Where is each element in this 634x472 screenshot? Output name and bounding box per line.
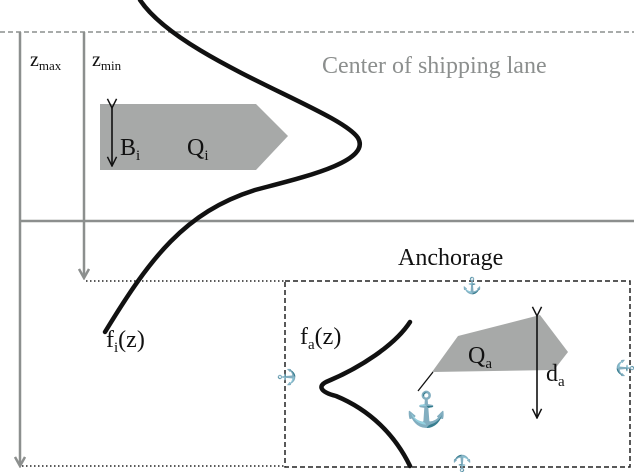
z-min-label: zmin [92,49,122,73]
fi-distribution-curve [102,0,362,335]
da-label: da [546,361,565,390]
ship-a-label: Qa [468,343,492,372]
anchor-icon-left: ⚓ [277,367,296,387]
ship-i-label: Qi [187,135,209,164]
anchor-icon-main: ⚓ [405,390,447,429]
anchor-rode-line [417,371,434,392]
anchor-icon-bottom: ⚓ [452,454,472,472]
anchor-icon-right: ⚓ [616,358,634,378]
anchor-icon-top: ⚓ [462,276,482,295]
z-max-label: zmax [30,49,62,73]
center-lane-label: Center of shipping lane [322,53,547,79]
anchorage-label: Anchorage [398,245,503,271]
fa-distribution-curve [319,319,413,469]
anchorage-area [284,280,631,468]
fi-label: fi(z) [106,327,145,356]
ship-i-shape [100,104,288,170]
fa-label: fa(z) [300,324,341,353]
beam-label: Bi [120,135,140,164]
